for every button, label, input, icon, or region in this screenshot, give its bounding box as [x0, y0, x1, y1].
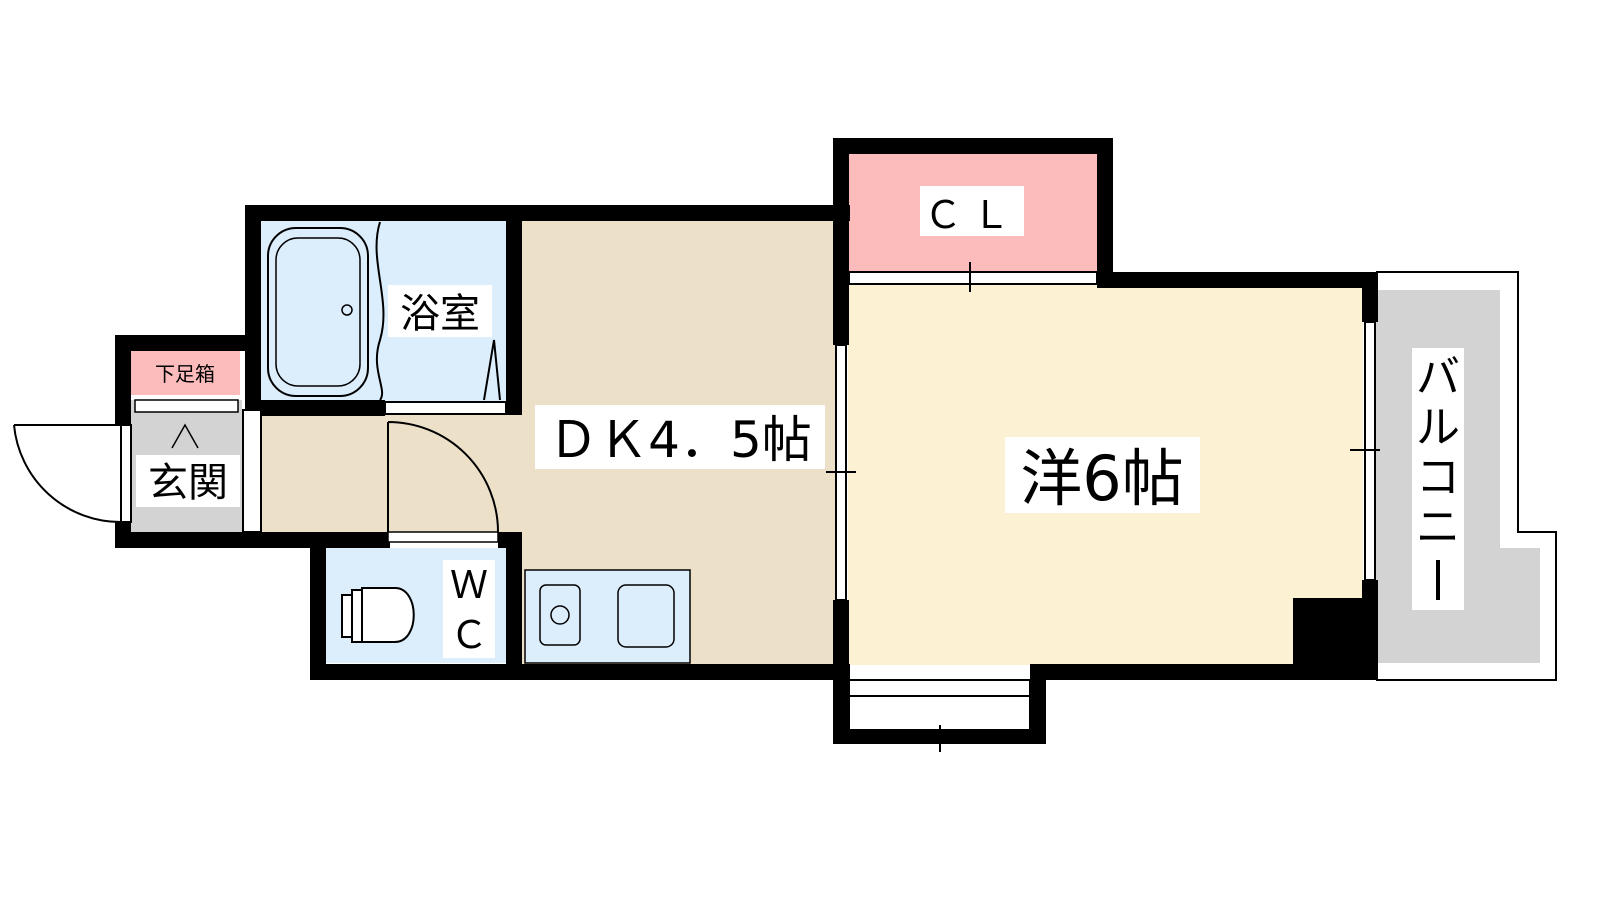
bathtub-inner [275, 237, 361, 387]
closet-label-bg [920, 186, 1024, 236]
kitchen-counter [524, 569, 691, 664]
sink-icon [617, 584, 675, 648]
balcony-outline [1376, 271, 1557, 681]
wc-label-top: Ｗ [450, 563, 488, 607]
shower-icon [483, 339, 501, 401]
wc-label-bottom: Ｃ [450, 613, 488, 657]
walls [115, 138, 1378, 744]
kitchen-counter-fill [525, 570, 690, 663]
dk-label-bg [535, 405, 825, 469]
balcony-char-4: ニ [1416, 502, 1460, 553]
entrance-label: 玄関 [148, 460, 228, 506]
balcony-char-5: ー [1438, 599, 1439, 601]
balcony-char-1: バ [1416, 352, 1460, 403]
wc-label-bg [443, 560, 495, 658]
shoe-box-label-bg [138, 358, 233, 388]
wc-door-panel [387, 531, 499, 543]
balcony-char-3: コ [1416, 452, 1460, 503]
bath-curtain [375, 221, 385, 401]
western-label-bg [1005, 437, 1200, 513]
entrance-door-swing [13, 424, 122, 524]
bathtub-icon [267, 227, 369, 397]
shoe-box-frame [134, 399, 239, 413]
windows [120, 262, 1380, 752]
bath-label-bg [388, 285, 492, 337]
drain-icon [341, 304, 353, 316]
western-label: 洋6帖 [1020, 442, 1183, 515]
closet-label: ＣＬ [924, 193, 1020, 237]
bath-label: 浴室 [400, 291, 480, 337]
shoe-box-label: 下足箱 [155, 362, 215, 386]
toilet-icon [341, 587, 415, 643]
dk-label: ＤＫ4．5帖 [548, 411, 812, 469]
balcony-char-2: ル [1416, 402, 1460, 453]
burner-icon [550, 605, 570, 625]
door-swing [387, 421, 499, 535]
entrance-label-bg [136, 455, 240, 507]
entrance-step-marker [171, 423, 199, 449]
stove-icon [539, 584, 581, 646]
balcony-label: バ ル コ ニ ー [1416, 352, 1460, 601]
